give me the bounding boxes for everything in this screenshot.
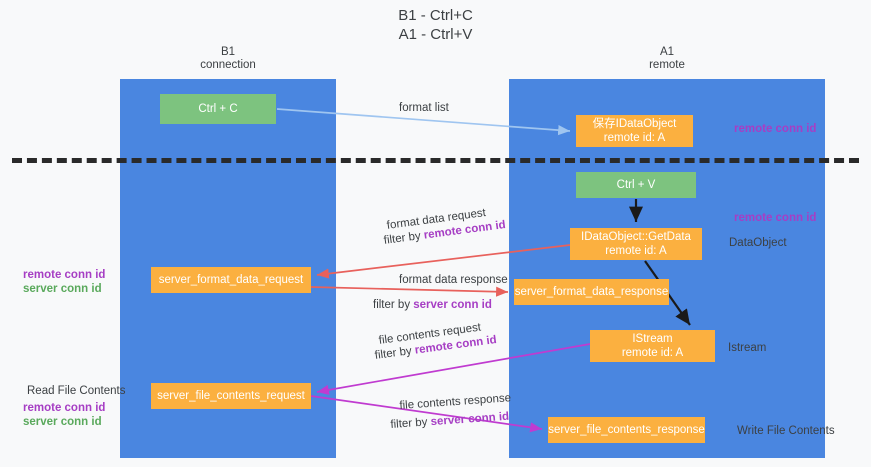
filter-prefix: filter by <box>373 299 414 311</box>
node-idataobject-line2: remote id: A <box>603 132 666 144</box>
filter-prefix: filter by <box>390 416 432 431</box>
lane-caption-b1: B1 connection <box>120 46 336 72</box>
node-ctrl-c-label: Ctrl + C <box>198 103 238 115</box>
node-istream[interactable]: IStream remote id: A <box>590 330 715 362</box>
annotation-remote-conn-id-left-1: remote conn id <box>23 269 106 281</box>
annotation-dataobject: DataObject <box>729 237 787 249</box>
annotation-istream: Istream <box>728 342 767 354</box>
node-getdata-line2: remote id: A <box>605 245 667 257</box>
annotation-remote-conn-id-top: remote conn id <box>734 123 817 135</box>
lane-caption-a1: A1 remote <box>509 46 825 72</box>
node-sfcres-label: server_file_contents_response <box>548 424 705 436</box>
filter-prefix: filter by <box>383 229 425 247</box>
node-istream-line2: remote id: A <box>621 347 684 359</box>
node-ctrl-v-label: Ctrl + V <box>616 179 656 191</box>
lane-b1-name: B1 <box>220 46 236 58</box>
filter-prefix: filter by <box>374 344 416 362</box>
annotation-write-file-contents: Write File Contents <box>737 425 835 437</box>
node-idataobject[interactable]: 保存IDataObject remote id: A <box>576 115 693 147</box>
annotation-conn-ids-top: remote conn id server conn id <box>23 268 105 296</box>
lane-a1-name: A1 <box>659 46 675 58</box>
node-ctrl-v[interactable]: Ctrl + V <box>576 172 696 198</box>
node-server-format-data-response[interactable]: server_format_data_response <box>514 279 669 305</box>
filter-key-server-conn-id: server conn id <box>413 299 492 311</box>
edge-label-format-data-response: format data response <box>399 274 508 286</box>
annotation-read-file-contents: Read File Contents <box>27 385 126 397</box>
annotation-server-conn-id-left-1: server conn id <box>23 283 102 295</box>
annotation-remote-conn-id-mid: remote conn id <box>734 212 817 224</box>
annotation-server-conn-id-left-2: server conn id <box>23 416 102 428</box>
filter-key-server-conn-id: server conn id <box>430 410 510 429</box>
node-istream-line1: IStream <box>632 333 673 345</box>
node-getdata-line1: IDataObject::GetData <box>581 231 691 243</box>
lane-a1-role: remote <box>649 59 685 71</box>
node-sfdres-label: server_format_data_response <box>514 286 669 298</box>
node-idataobject-line1: 保存IDataObject <box>592 118 677 130</box>
node-ctrl-c[interactable]: Ctrl + C <box>160 94 276 124</box>
edge-label-format-list: format list <box>399 102 449 114</box>
node-server-file-contents-response[interactable]: server_file_contents_response <box>548 417 705 443</box>
annotation-conn-ids-bottom: remote conn id server conn id <box>23 401 105 429</box>
phase-divider <box>12 158 859 163</box>
annotation-remote-conn-id-left-2: remote conn id <box>23 402 106 414</box>
title-line-2: A1 - Ctrl+V <box>398 26 473 43</box>
node-server-file-contents-request[interactable]: server_file_contents_request <box>151 383 311 409</box>
edge-label-format-data-response-filter: filter by server conn id <box>373 298 492 313</box>
node-sfdreq-label: server_format_data_request <box>158 274 304 286</box>
node-idataobject-getdata[interactable]: IDataObject::GetData remote id: A <box>570 228 702 260</box>
node-server-format-data-request[interactable]: server_format_data_request <box>151 267 311 293</box>
node-sfcreq-label: server_file_contents_request <box>157 390 305 402</box>
title-line-1: B1 - Ctrl+C <box>398 7 473 24</box>
lane-b1-role: connection <box>200 59 256 71</box>
page-title: B1 - Ctrl+C A1 - Ctrl+V <box>0 6 871 44</box>
